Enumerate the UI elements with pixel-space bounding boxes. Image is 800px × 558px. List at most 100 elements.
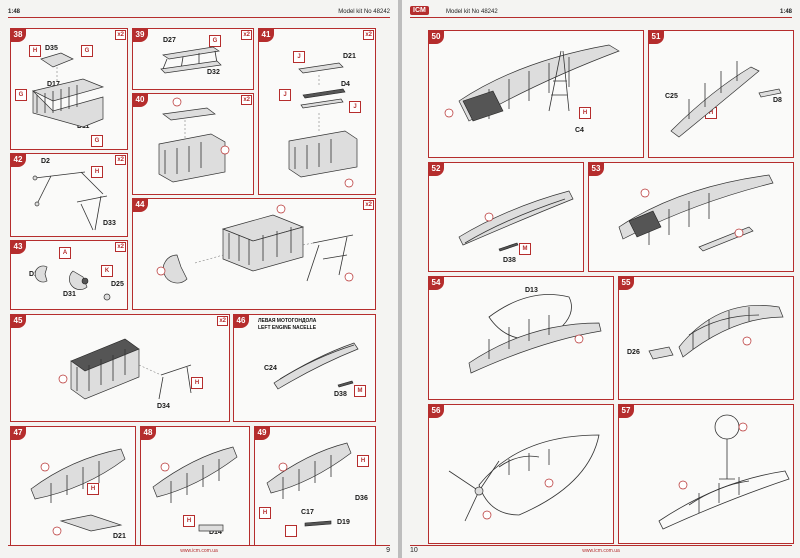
nacelle-note-ru: ЛЕВАЯ МОТОГОНДОЛА [258,318,317,324]
footer-url: www.icm.com.ua [582,548,620,554]
step-number: 41 [258,28,274,42]
step-43-panel: 43 x2 A D1 K D31 D25 [10,240,128,310]
step-number: 49 [254,426,270,440]
nacelle-drawing [273,342,359,390]
page-gutter [398,0,402,558]
part-label: D19 [337,519,350,526]
part-label: D25 [111,281,124,288]
kit-label: Model kit No 48242 [338,9,390,15]
step-49-panel: 49 H D36 H C17 D19 [254,426,376,546]
right-page: ICM Model kit No 48242 1:48 50 H C4 51 C… [402,0,800,558]
scale-label: 1:48 [8,9,21,15]
step-number: 43 [10,240,26,254]
step-number: 56 [428,404,444,418]
step-45-panel: 45 x2 H D34 [10,314,230,422]
part-label: D38 [334,391,347,398]
nacelle-frame-drawing [152,446,238,532]
scale-label: 1:48 [779,9,792,15]
part-label: D35 [45,45,58,52]
quantity-badge: x2 [115,155,126,165]
page-footer: 10 www.icm.com.ua [410,545,792,556]
aircraft-nose-drawing [448,434,600,522]
part-label: D14 [209,529,222,536]
paint-tag: H [87,483,99,495]
step-42-panel: 42 x2 D2 H D33 [10,153,128,237]
paint-tag: H [579,107,591,119]
engine-mount-drawing [58,338,192,400]
page-header: ICM Model kit No 48242 1:48 [410,3,792,18]
step-number: 50 [428,30,444,44]
part-label: C4 [575,127,584,134]
step-number: 51 [648,30,664,44]
nacelle-note-en: LEFT ENGINE NACELLE [258,325,317,331]
step-50-panel: 50 H C4 [428,30,644,158]
fuselage-join-drawing [468,294,602,374]
page-header: 1:48 Model kit No 48242 [8,3,390,18]
part-label: D8 [773,97,782,104]
part-label: D27 [163,37,176,44]
part-label: D38 [503,257,516,264]
part-label: D4 [341,81,350,88]
aircraft-assembly-drawing [658,414,790,530]
step-number: 53 [588,162,604,176]
nacelle-frame-drawing [266,442,352,527]
step-number: 46 [233,314,249,328]
quantity-badge: x2 [363,200,374,210]
step-57-panel: 57 [618,404,794,544]
step-40-panel: 40 x2 [132,93,254,195]
paint-tag: J [293,51,305,63]
bracket-drawing [160,46,222,74]
step-38-panel: 38 x2 H D35 G G D17 D11 G [10,28,128,150]
paint-tag: G [91,135,103,147]
part-label: D34 [157,403,170,410]
nacelle-frame-drawing [30,448,126,536]
part-label: D2 [41,158,50,165]
paint-tag: J [349,101,361,113]
quantity-badge: x2 [115,30,126,40]
fuselage-half-drawing [670,61,782,138]
part-label: D31 [63,291,76,298]
page-footer: www.icm.com.ua 9 [8,545,390,556]
paint-tag: H [357,455,369,467]
paint-tag: M [519,243,531,255]
exhaust-drawing [288,62,358,188]
quantity-badge: x2 [217,316,228,326]
step-number: 40 [132,93,148,107]
engine-block-drawing [158,97,230,183]
page-number: 10 [410,547,418,554]
step-51-panel: 51 C25 H D8 [648,30,794,158]
step-54-panel: 54 D13 [428,276,614,400]
part-label: C24 [264,365,277,372]
step-55-panel: 55 D26 [618,276,794,400]
step-number: 38 [10,28,26,42]
paint-tag: A [59,247,71,259]
left-page: 1:48 Model kit No 48242 38 x2 H D35 G G … [0,0,398,558]
quantity-badge: x2 [363,30,374,40]
paint-tag: K [101,265,113,277]
footer-url: www.icm.com.ua [180,548,218,554]
step-53-panel: 53 [588,162,794,272]
step-48-panel: 48 H D14 [140,426,250,546]
part-label: C25 [665,93,678,100]
cowling-drawing [34,265,111,301]
engine-assembly-drawing [156,204,354,284]
step-56-panel: 56 [428,404,614,544]
step-number: 47 [10,426,26,440]
step-number: 45 [10,314,26,328]
paint-tag: M [354,385,366,397]
part-label: D1 [29,271,38,278]
page-number: 9 [386,547,390,554]
step-41-panel: 41 x2 J D21 D4 J J [258,28,376,195]
step-number: 48 [140,426,156,440]
quantity-badge: x2 [241,30,252,40]
part-label: D32 [207,69,220,76]
part-label: D21 [343,53,356,60]
step-46-panel: 46 ЛЕВАЯ МОТОГОНДОЛА LEFT ENGINE NACELLE… [233,314,376,422]
paint-tag: G [15,89,27,101]
engine-block-drawing [31,52,105,128]
quantity-badge: x2 [241,95,252,105]
step-number: 54 [428,276,444,290]
paint-tag: J [279,89,291,101]
paint-tag: H [191,377,203,389]
